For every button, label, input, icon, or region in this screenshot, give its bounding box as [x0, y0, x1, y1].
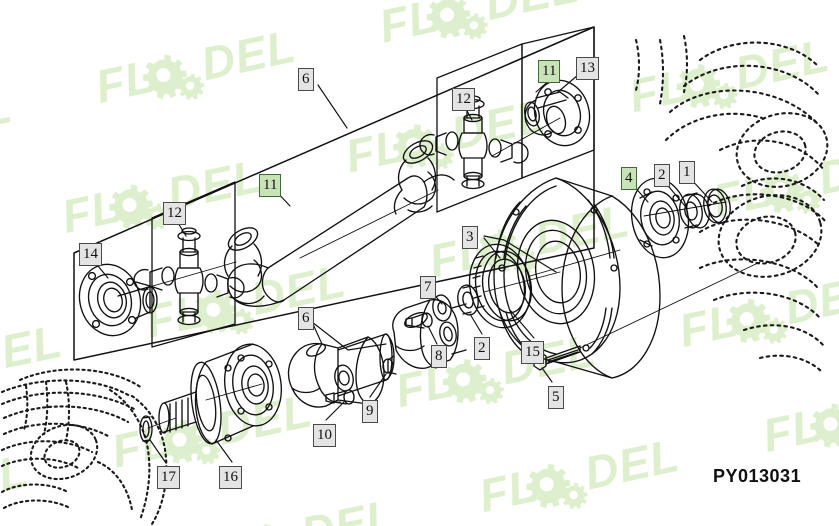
yoke-9 [382, 299, 467, 375]
callout-16[interactable]: 16 [219, 466, 242, 489]
callout-5[interactable]: 5 [548, 386, 564, 409]
callout-11-highlighted[interactable]: 11 [538, 60, 561, 83]
callout-2[interactable]: 2 [474, 337, 490, 360]
bearing-2-right [679, 192, 710, 229]
seal-1 [703, 188, 731, 224]
callout-11-highlighted[interactable]: 11 [259, 174, 282, 197]
callout-2[interactable]: 2 [654, 164, 670, 187]
bell-housing [493, 177, 661, 379]
callout-8[interactable]: 8 [431, 345, 447, 368]
callout-15[interactable]: 15 [521, 341, 544, 364]
callout-9[interactable]: 9 [362, 400, 378, 423]
oil-seal-15 [468, 243, 533, 329]
slip-yoke-assembly [287, 333, 395, 408]
callout-17[interactable]: 17 [157, 466, 180, 489]
callout-12[interactable]: 12 [163, 202, 186, 225]
universal-joint-cross-left [133, 227, 245, 326]
drive-shaft-tube [261, 175, 428, 303]
universal-joint-cross-right [419, 95, 529, 190]
callout-4-highlighted[interactable]: 4 [621, 167, 637, 190]
callout-1[interactable]: 1 [679, 161, 695, 184]
callout-12[interactable]: 12 [452, 88, 475, 111]
yoke-left [223, 227, 285, 307]
snap-ring-17 [139, 415, 153, 443]
detail-frame-inset-right [436, 43, 523, 213]
callout-6[interactable]: 6 [298, 68, 314, 91]
yoke-right [393, 140, 455, 215]
part-number-label: PY013031 [713, 466, 802, 486]
callout-6[interactable]: 6 [298, 307, 314, 330]
callout-13[interactable]: 13 [576, 57, 599, 80]
bolt-10 [325, 389, 355, 405]
callout-3[interactable]: 3 [462, 226, 478, 249]
callout-7[interactable]: 7 [420, 276, 436, 299]
callout-10[interactable]: 10 [313, 424, 336, 447]
leader-lines [92, 74, 761, 464]
detail-frame-inset-farright [521, 26, 595, 179]
flange-yoke-13 [524, 79, 591, 147]
detail-frame-inset-left [151, 181, 236, 348]
callout-14[interactable]: 14 [79, 243, 102, 266]
companion-flange-16 [158, 343, 282, 445]
detail-frame-outer [73, 26, 595, 361]
